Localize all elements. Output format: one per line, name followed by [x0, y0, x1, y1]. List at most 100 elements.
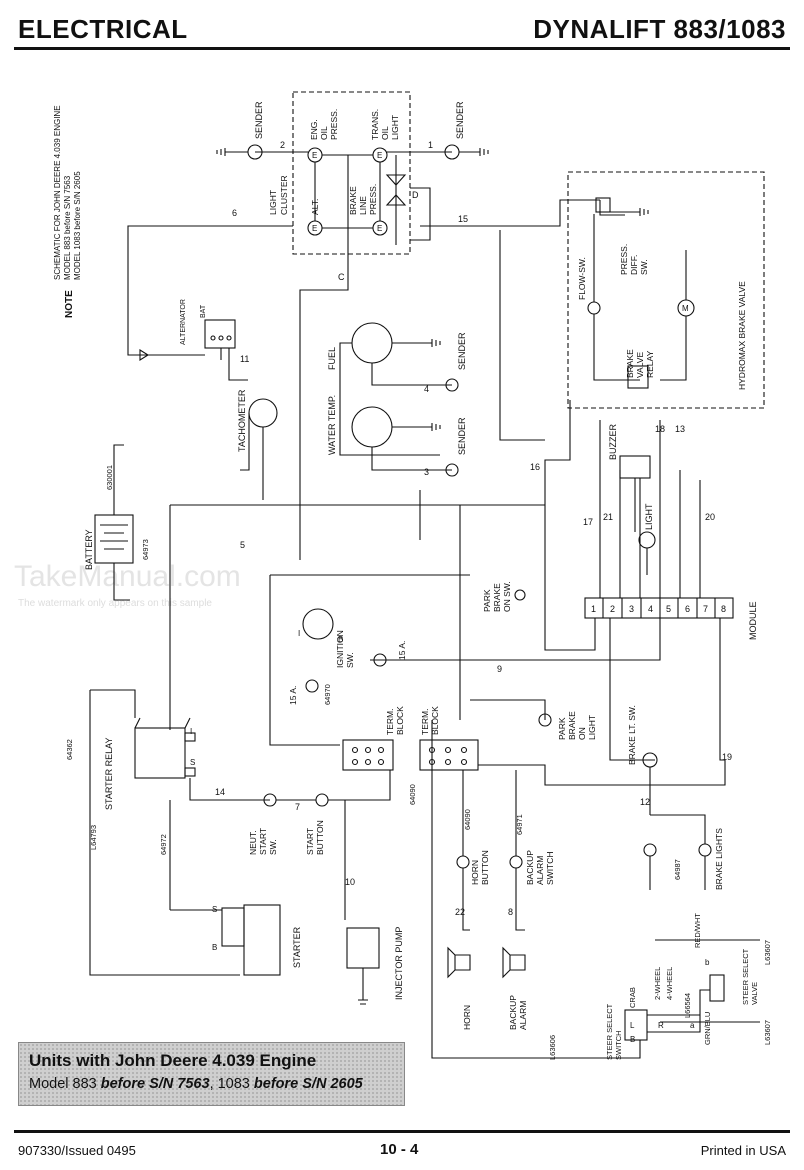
- svg-text:TACHOMETER: TACHOMETER: [237, 389, 247, 452]
- svg-text:R: R: [658, 1021, 664, 1030]
- svg-text:4: 4: [648, 604, 653, 614]
- svg-text:VALVE: VALVE: [635, 352, 645, 378]
- svg-text:BUTTON: BUTTON: [315, 820, 325, 855]
- svg-text:64090: 64090: [463, 809, 472, 830]
- svg-text:TERM.: TERM.: [385, 709, 395, 735]
- temp-sender: [445, 463, 459, 477]
- sender-2: [444, 144, 489, 160]
- svg-text:L63606: L63606: [548, 1035, 557, 1060]
- svg-text:22: 22: [455, 907, 465, 917]
- svg-text:7: 7: [295, 802, 300, 812]
- svg-text:LIGHT: LIGHT: [390, 115, 400, 140]
- svg-text:64971: 64971: [515, 814, 524, 835]
- svg-text:NEUT.: NEUT.: [248, 830, 258, 855]
- svg-text:BRAKE LT. SW.: BRAKE LT. SW.: [627, 705, 637, 765]
- steer-select-switch: [624, 1009, 648, 1041]
- note-label: NOTE: [64, 290, 75, 318]
- light-cluster-box: [292, 91, 411, 255]
- battery: [94, 444, 134, 601]
- svg-text:64970: 64970: [323, 684, 332, 705]
- starter-relay: [134, 717, 196, 779]
- svg-text:S: S: [212, 905, 217, 914]
- svg-text:64973: 64973: [141, 539, 150, 560]
- svg-text:BUTTON: BUTTON: [480, 850, 490, 885]
- svg-text:BRAKE: BRAKE: [625, 349, 635, 378]
- svg-text:SENDER: SENDER: [457, 417, 467, 455]
- svg-text:DIFF.: DIFF.: [629, 255, 639, 275]
- svg-text:E: E: [312, 151, 317, 160]
- svg-text:BRAKE: BRAKE: [567, 711, 577, 740]
- svg-text:2: 2: [610, 604, 615, 614]
- module-pins: 1 2 3 4 5 6 7 8: [591, 604, 726, 614]
- module-connector: [584, 597, 734, 619]
- svg-text:1: 1: [428, 140, 433, 150]
- alt-lamp: E: [307, 220, 323, 236]
- backup-alarm-switch: [509, 855, 523, 869]
- brake-light-left: [643, 843, 657, 857]
- svg-text:16: 16: [530, 462, 540, 472]
- svg-text:10: 10: [345, 877, 355, 887]
- svg-text:B: B: [212, 943, 217, 952]
- svg-text:START: START: [305, 828, 315, 855]
- svg-text:4: 4: [424, 384, 429, 394]
- trans-oil-light-gauge: E: [372, 147, 388, 163]
- svg-text:ON SW.: ON SW.: [502, 581, 512, 612]
- park-brake-on-light: [538, 713, 552, 727]
- svg-text:FUEL: FUEL: [327, 347, 337, 370]
- flow-switch-box: [567, 171, 765, 409]
- watermark-text: TakeManual.com: [14, 560, 241, 593]
- svg-text:12: 12: [640, 797, 650, 807]
- svg-text:LIGHT: LIGHT: [268, 190, 278, 215]
- svg-text:L63607: L63607: [763, 940, 772, 965]
- svg-text:HORN: HORN: [462, 1005, 472, 1030]
- svg-text:E: E: [377, 224, 382, 233]
- fuel-gauge: [351, 322, 393, 364]
- svg-text:64362: 64362: [65, 739, 74, 760]
- svg-text:6: 6: [232, 208, 237, 218]
- svg-text:BAT: BAT: [200, 304, 207, 318]
- brake-valve-relay: [627, 365, 649, 389]
- svg-text:b: b: [705, 958, 710, 967]
- svg-text:17: 17: [583, 517, 593, 527]
- fuel-sender: [445, 378, 459, 392]
- svg-text:SENDER: SENDER: [455, 101, 465, 139]
- svg-text:BLOCK: BLOCK: [395, 706, 405, 735]
- note-line-1: SCHEMATIC FOR JOHN DEERE 4.039 ENGINE: [53, 105, 62, 280]
- svg-text:ALARM: ALARM: [518, 1001, 528, 1030]
- svg-text:HYDROMAX BRAKE VALVE: HYDROMAX BRAKE VALVE: [737, 281, 747, 390]
- note-line-3: MODEL 1083 before S/N 2605: [73, 171, 82, 280]
- note-line-2: MODEL 883 before S/N 7563: [63, 175, 72, 280]
- svg-text:FLOW-SW.: FLOW-SW.: [577, 257, 587, 300]
- svg-text:21: 21: [603, 512, 613, 522]
- svg-text:9: 9: [497, 664, 502, 674]
- press-diff-switch: [595, 197, 649, 216]
- terminal-letters: S I S B B I L R B a b: [190, 629, 710, 1044]
- svg-text:LIGHT: LIGHT: [587, 715, 597, 740]
- page-header-left: ELECTRICAL: [18, 14, 188, 44]
- svg-text:PRESS.: PRESS.: [329, 109, 339, 140]
- svg-text:STEER SELECT: STEER SELECT: [605, 1003, 614, 1060]
- svg-text:WATER TEMP.: WATER TEMP.: [327, 395, 337, 455]
- svg-text:TRANS.: TRANS.: [370, 109, 380, 140]
- svg-text:L63607: L63607: [763, 1020, 772, 1045]
- injector-pump: [346, 927, 380, 969]
- svg-text:PARK: PARK: [557, 717, 567, 740]
- svg-text:C: C: [338, 272, 345, 282]
- svg-text:MODULE: MODULE: [748, 601, 758, 640]
- fuse-15a-2: [305, 679, 319, 693]
- footer-printed: Printed in USA: [700, 1143, 786, 1158]
- svg-text:SWITCH: SWITCH: [545, 851, 555, 885]
- svg-text:SW.: SW.: [345, 652, 355, 668]
- footer-rule: [14, 1130, 790, 1133]
- ignition-switch: [302, 608, 334, 640]
- svg-text:6: 6: [685, 604, 690, 614]
- svg-text:a: a: [690, 1021, 695, 1030]
- svg-text:IGNITION: IGNITION: [335, 630, 345, 668]
- svg-text:B: B: [338, 635, 343, 644]
- svg-text:SW.: SW.: [268, 839, 278, 855]
- svg-text:3: 3: [424, 467, 429, 477]
- svg-text:L: L: [630, 1021, 635, 1030]
- svg-text:630001: 630001: [105, 465, 114, 490]
- page-header-right: DYNALIFT 883/1083: [533, 14, 786, 44]
